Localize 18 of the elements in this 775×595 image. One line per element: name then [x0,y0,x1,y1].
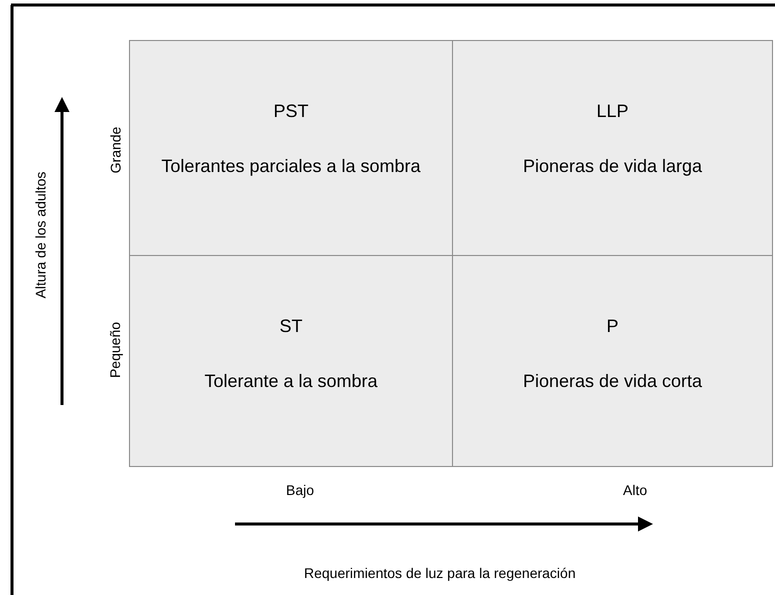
quadrant-cell [129,40,453,256]
quadrant-cell [452,255,773,467]
axis-title: Altura de los adultos [32,172,48,298]
quadrant-description: Pioneras de vida corta [522,370,704,393]
axis-category: Alto [623,482,648,498]
quadrant-cell [452,40,773,256]
quadrant-description: Tolerante a la sombra [203,370,379,393]
quadrant-code: PST [272,101,310,122]
quadrant-code: LLP [595,101,630,122]
quadrant-description: Tolerantes parciales a la sombra [160,155,422,178]
quadrant-code: ST [278,316,304,337]
quadrant-cell [129,255,453,467]
axis-category: Grande [106,126,123,174]
axis-category: Pequeño [107,322,124,378]
axis-title: Requerimientos de luz para la regeneración [304,565,576,581]
axis-category: Bajo [286,482,314,498]
quadrant-code: P [605,316,620,337]
quadrant-description: Pioneras de vida larga [522,155,704,178]
